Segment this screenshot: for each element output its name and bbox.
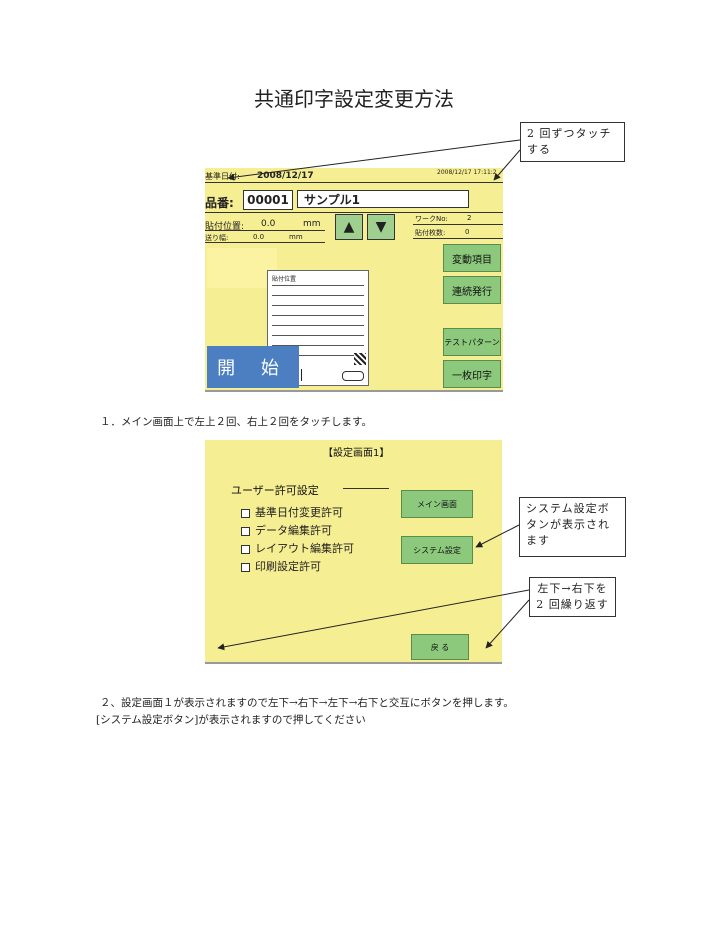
step1-text: １．メイン画面上で左上２回、右上２回をタッチします。 <box>100 416 372 428</box>
callout-text: ます <box>526 534 550 547</box>
count-value: 0 <box>465 228 470 236</box>
checkbox-label: レイアウト編集許可 <box>255 542 354 555</box>
permission-checkbox-row[interactable]: 印刷設定許可 <box>241 558 321 574</box>
position-value[interactable]: 0.0 <box>261 219 276 229</box>
checkbox-label: 印刷設定許可 <box>255 560 321 573</box>
arrow-to-bottom-right <box>485 599 530 649</box>
feed-label: 送り幅: <box>205 234 229 242</box>
recycle-mark-icon <box>342 371 364 381</box>
divider <box>205 242 325 243</box>
permission-checkbox-row[interactable]: データ編集許可 <box>241 522 332 538</box>
arrow-to-top-right <box>493 149 521 181</box>
main-screen-screenshot: 基準日付: 2008/12/17 2008/12/17 17:11:2 品番: … <box>205 168 503 392</box>
label-line <box>272 315 364 316</box>
arrow-to-top-left <box>227 139 521 181</box>
section-heading: ユーザー許可設定 <box>231 484 319 497</box>
down-arrow-button[interactable]: ▼ <box>367 214 395 240</box>
page-title: 共通印字設定変更方法 <box>254 87 454 111</box>
callout-text: タンが表示され <box>526 518 610 531</box>
checkbox-icon[interactable] <box>241 508 250 518</box>
checkbox-icon[interactable] <box>241 544 250 554</box>
label-line <box>272 335 364 336</box>
checkbox-label: 基準日付変更許可 <box>255 506 343 519</box>
callout-system-button: システム設定ボ タンが表示され ます <box>519 497 626 557</box>
up-arrow-button[interactable]: ▲ <box>335 214 363 240</box>
position-unit: mm <box>303 219 321 229</box>
checkbox-icon[interactable] <box>241 562 250 572</box>
count-label: 貼付枚数: <box>415 229 446 237</box>
label-line <box>272 325 364 326</box>
work-no-label: ワークNo: <box>415 215 448 223</box>
qr-code-icon <box>354 353 366 365</box>
divider <box>205 212 503 213</box>
checkbox-icon[interactable] <box>241 526 250 536</box>
label-line <box>272 295 364 296</box>
permission-checkbox-row[interactable]: レイアウト編集許可 <box>241 540 354 556</box>
work-no-value: 2 <box>467 214 472 222</box>
hidden-touch-area-left[interactable] <box>207 248 277 288</box>
callout-text: 2 回繰り返す <box>536 598 609 611</box>
arrow-to-system-button <box>475 524 520 548</box>
feed-value: 0.0 <box>253 233 265 241</box>
callout-repeat: 左下→右下を 2 回繰り返す <box>529 577 616 617</box>
start-button[interactable]: 開 始 <box>207 346 299 388</box>
step2-text: ２、設定画面１が表示されますので左下→右下→左下→右下と交互にボタンを押します。 <box>100 697 514 709</box>
callout-text: システム設定ボ <box>526 502 610 515</box>
system-settings-button[interactable]: システム設定 <box>401 536 473 564</box>
single-print-button[interactable]: 一枚印字 <box>443 360 501 388</box>
arrow-to-bottom-left <box>217 589 530 651</box>
date-label: 基準日付: <box>205 172 240 181</box>
callout-touch-twice: 2 回ずつタッチ する <box>520 122 625 162</box>
product-name-field[interactable]: サンプル1 <box>297 190 469 208</box>
continuous-issue-button[interactable]: 連続発行 <box>443 276 501 304</box>
checkbox-label: データ編集許可 <box>255 524 332 537</box>
divider <box>413 224 503 225</box>
label-line <box>272 285 364 286</box>
permission-checkbox-row[interactable]: 基準日付変更許可 <box>241 504 343 520</box>
hinban-label: 品番: <box>205 196 234 210</box>
label-line <box>272 305 364 306</box>
position-label: 貼付位置: <box>205 222 245 232</box>
divider <box>205 230 325 231</box>
callout-text: する <box>527 143 551 156</box>
main-screen-button[interactable]: メイン画面 <box>401 490 473 518</box>
back-button[interactable]: 戻 る <box>411 634 469 660</box>
label-line <box>272 355 364 356</box>
clock: 2008/12/17 17:11:2 <box>437 169 497 176</box>
step3-text: [システム設定ボタン]が表示されますので押してください <box>96 714 366 726</box>
hinban-field[interactable]: 00001 <box>243 190 293 210</box>
settings-title: 【設定画面1】 <box>323 448 390 459</box>
divider <box>343 488 389 489</box>
variable-items-button[interactable]: 変動項目 <box>443 244 501 272</box>
callout-text: 左下→右下を <box>537 582 608 595</box>
feed-unit: mm <box>289 233 303 241</box>
date-value[interactable]: 2008/12/17 <box>257 171 314 181</box>
label-line <box>272 345 364 346</box>
test-pattern-button[interactable]: テストパターン <box>443 328 501 356</box>
label-title: 貼付位置 <box>272 276 297 283</box>
divider <box>413 238 503 239</box>
divider <box>205 182 503 183</box>
settings-screen-screenshot: 【設定画面1】 ユーザー許可設定 基準日付変更許可データ編集許可レイアウト編集許… <box>205 440 502 664</box>
callout-text: 2 回ずつタッチ <box>527 127 612 140</box>
